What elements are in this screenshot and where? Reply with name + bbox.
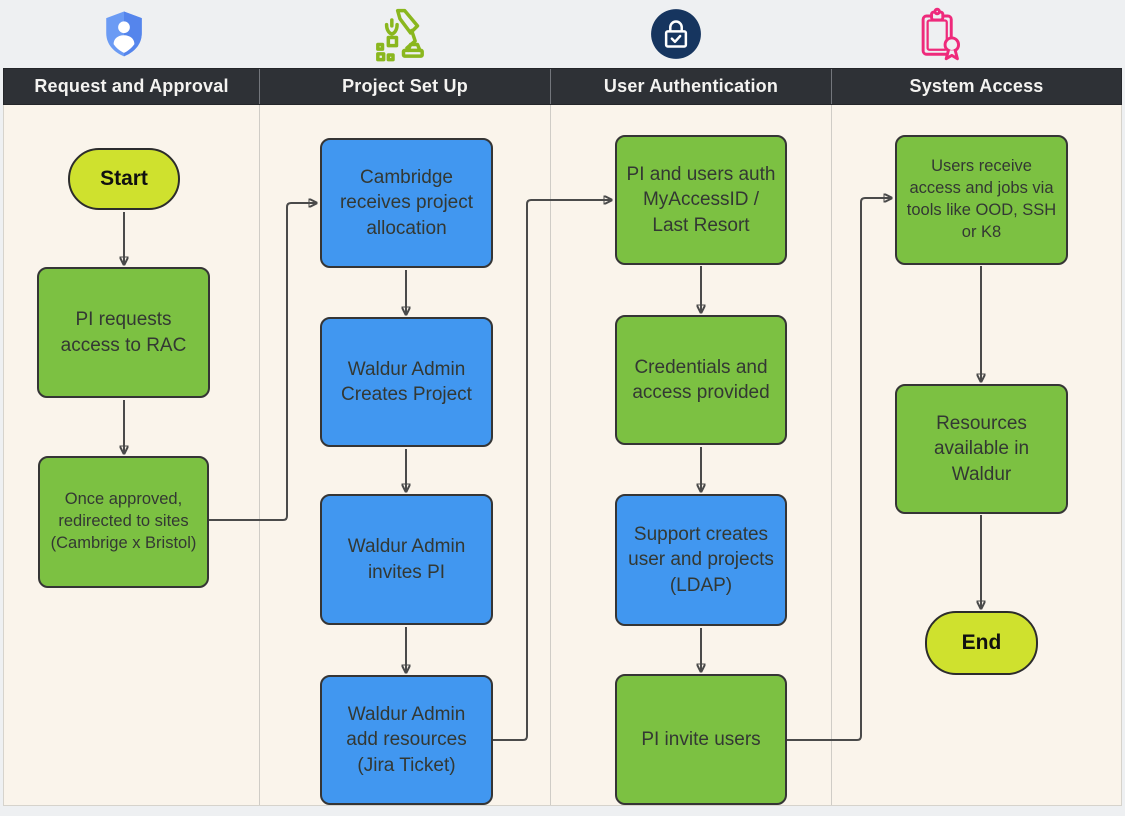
node-cambridge-receives: Cambridge receives project allocation [320, 138, 493, 268]
node-users-receive: Users receive access and jobs via tools … [895, 135, 1068, 265]
lane-header-system-access: System Access [909, 76, 1044, 96]
swimlane-header-bar: Request and Approval Project Set Up User… [3, 68, 1122, 105]
node-pi-invite: PI invite users [615, 674, 787, 805]
node-resources-waldur: Resources available in Waldur [895, 384, 1068, 514]
node-waldur-resources: Waldur Admin add resources (Jira Ticket) [320, 675, 493, 805]
node-waldur-creates: Waldur Admin Creates Project [320, 317, 493, 447]
node-pi-users-auth: PI and users auth MyAccessID / Last Reso… [615, 135, 787, 265]
lane-header-request-and-approval: Request and Approval [4, 69, 260, 104]
clipboard-award-icon [912, 5, 968, 63]
excavator-icon [372, 5, 428, 63]
lane-header-user-authentication: User Authentication [551, 69, 832, 104]
node-once-approved: Once approved, redirected to sites (Camb… [38, 456, 209, 588]
node-waldur-invites: Waldur Admin invites PI [320, 494, 493, 625]
lock-check-icon [648, 5, 704, 63]
node-credentials: Credentials and access provided [615, 315, 787, 445]
node-support-creates: Support creates user and projects (LDAP) [615, 494, 787, 626]
node-pi-requests: PI requests access to RAC [37, 267, 210, 398]
shield-user-icon [96, 5, 152, 63]
lane-header-project-set-up: Project Set Up [260, 69, 551, 104]
lane-request-and-approval [4, 105, 260, 805]
node-start: Start [68, 148, 180, 210]
node-end: End [925, 611, 1038, 675]
